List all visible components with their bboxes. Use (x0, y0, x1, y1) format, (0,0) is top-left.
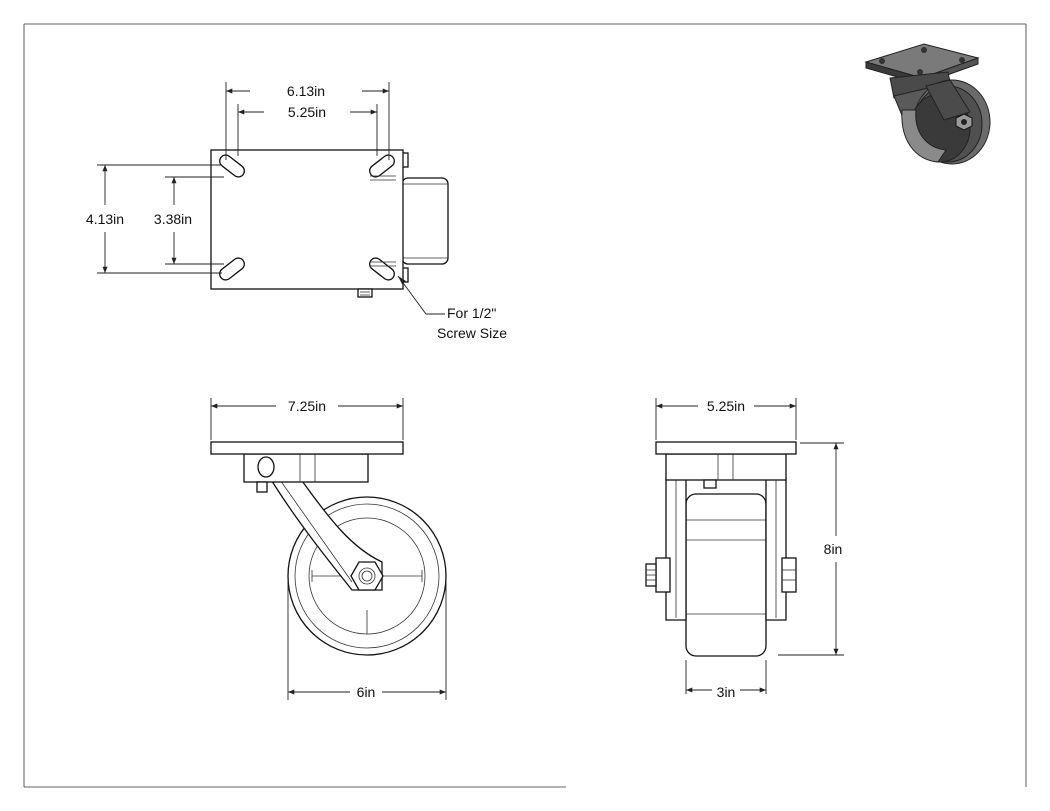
dim-side-plate-width: 7.25in (288, 398, 326, 414)
dim-overall-width: 6.13in (287, 83, 325, 99)
sheet-border (23, 23, 1027, 788)
dim-overall-depth: 4.13in (86, 211, 124, 227)
mounting-slots (219, 154, 396, 281)
dim-wheel-width: 3in (717, 684, 736, 700)
side-view: 7.25in 6in (210, 398, 447, 700)
isometric-caster-render (864, 43, 991, 165)
front-view: 5.25in 8in 3in (645, 398, 844, 707)
top-view: 6.13in 5.25in 4.13in 3.38in For 1/2" Scr… (86, 82, 507, 341)
dim-hole-spacing-width: 5.25in (288, 104, 326, 120)
dim-wheel-diameter: 6in (357, 684, 376, 700)
dim-hole-spacing-depth: 3.38in (154, 211, 192, 227)
dim-front-plate-width: 5.25in (707, 398, 745, 414)
screw-note-line1: For 1/2" (447, 305, 496, 321)
screw-note-line2: Screw Size (437, 325, 507, 341)
dim-overall-height: 8in (824, 541, 843, 557)
